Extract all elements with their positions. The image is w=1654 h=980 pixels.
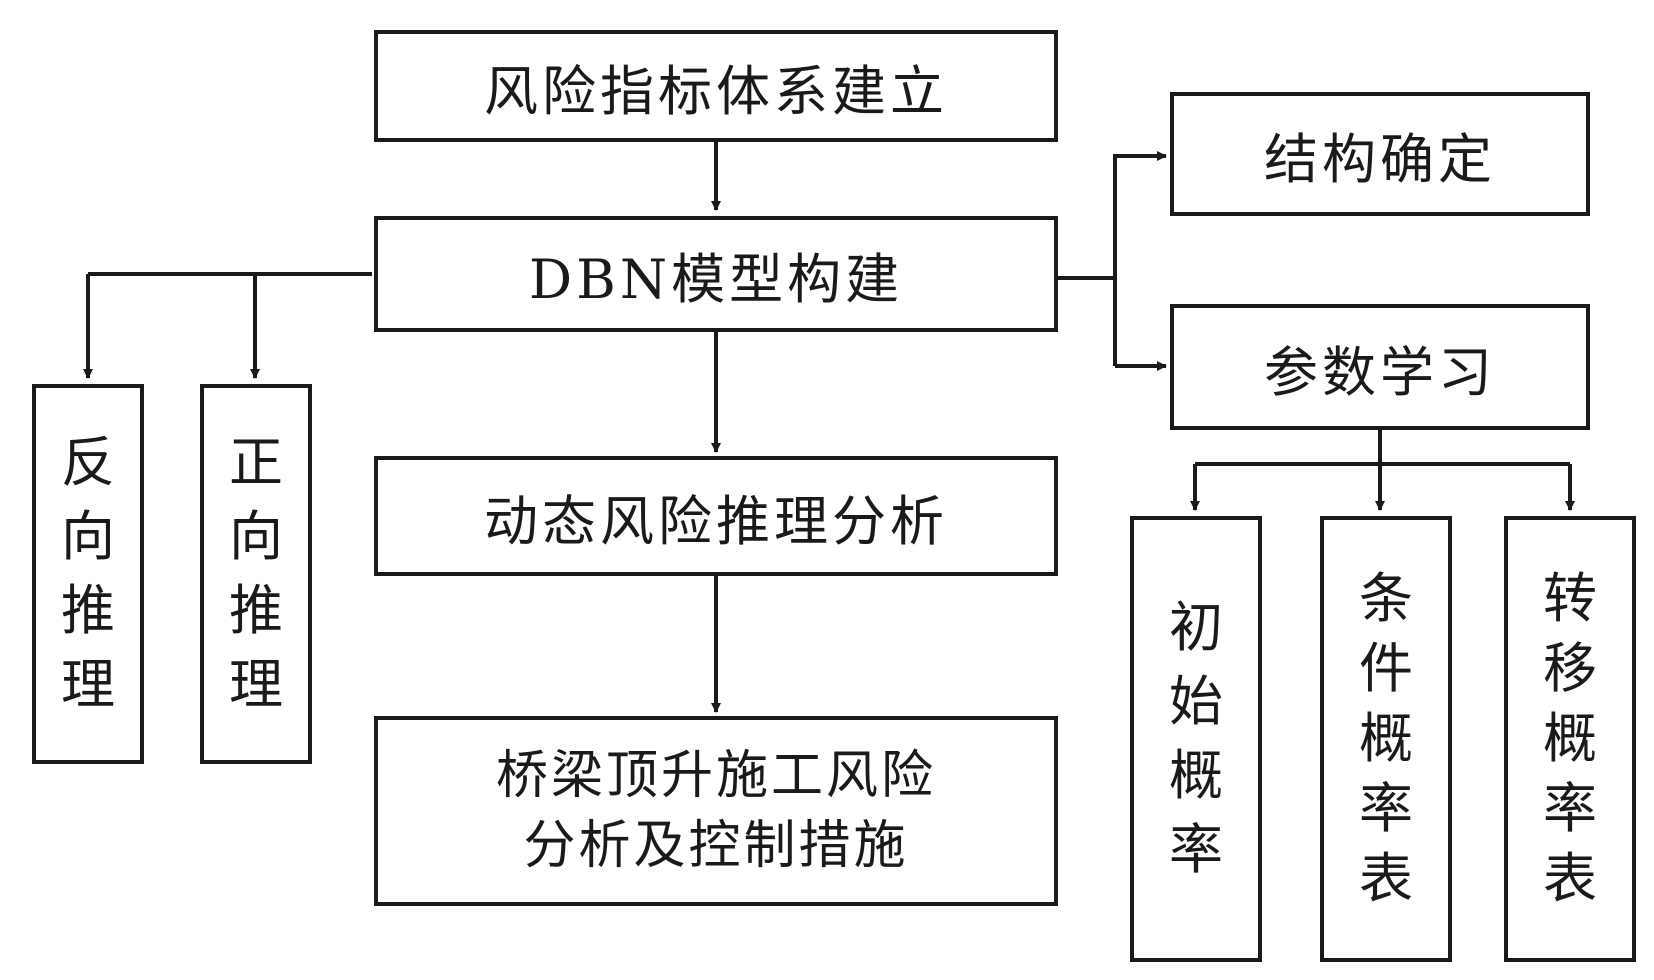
node-dbn-model-label: DBN模型构建: [528, 247, 904, 311]
node-conditional-probability-table: 条 件 概 率 表: [1320, 516, 1452, 962]
node-dynamic-risk-label: 动态风险推理分析: [484, 489, 948, 553]
node-structure-label: 结构确定: [1264, 127, 1496, 191]
char: 表: [1543, 847, 1597, 910]
node-dbn-model: DBN模型构建: [374, 216, 1058, 332]
node-structure: 结构确定: [1170, 92, 1590, 216]
node-risk-index: 风险指标体系建立: [374, 30, 1058, 142]
node-final-line2: 分析及控制措施: [523, 816, 909, 876]
node-risk-index-label: 风险指标体系建立: [484, 59, 948, 123]
node-transition-probability-table: 转 移 概 率 表: [1504, 516, 1636, 962]
char: 表: [1359, 847, 1413, 910]
node-param-learning: 参数学习: [1170, 304, 1590, 430]
char: 率: [1169, 818, 1223, 881]
char: 向: [229, 505, 283, 568]
char: 概: [1359, 707, 1413, 770]
connector-param-down: [1195, 430, 1570, 466]
char: 概: [1169, 744, 1223, 807]
char: 条: [1359, 567, 1413, 630]
char: 率: [1543, 777, 1597, 840]
char: 推: [61, 579, 115, 642]
node-final: 桥梁顶升施工风险 分析及控制措施: [374, 716, 1058, 906]
char: 转: [1543, 567, 1597, 630]
char: 正: [229, 431, 283, 494]
char: 件: [1359, 637, 1413, 700]
node-initial-probability: 初 始 概 率: [1130, 516, 1262, 962]
char: 理: [229, 653, 283, 716]
node-dynamic-risk: 动态风险推理分析: [374, 456, 1058, 576]
char: 推: [229, 579, 283, 642]
connector-dbn-right: [1056, 154, 1117, 280]
char: 理: [61, 653, 115, 716]
node-forward-reasoning: 正 向 推 理: [200, 384, 312, 764]
char: 概: [1543, 707, 1597, 770]
node-param-learning-label: 参数学习: [1264, 340, 1496, 404]
char: 率: [1359, 777, 1413, 840]
node-final-line1: 桥梁顶升施工风险: [495, 746, 936, 806]
char: 始: [1169, 670, 1223, 733]
char: 初: [1169, 596, 1223, 659]
char: 移: [1543, 637, 1597, 700]
char: 反: [61, 431, 115, 494]
node-backward-reasoning: 反 向 推 理: [32, 384, 144, 764]
char: 向: [61, 505, 115, 568]
